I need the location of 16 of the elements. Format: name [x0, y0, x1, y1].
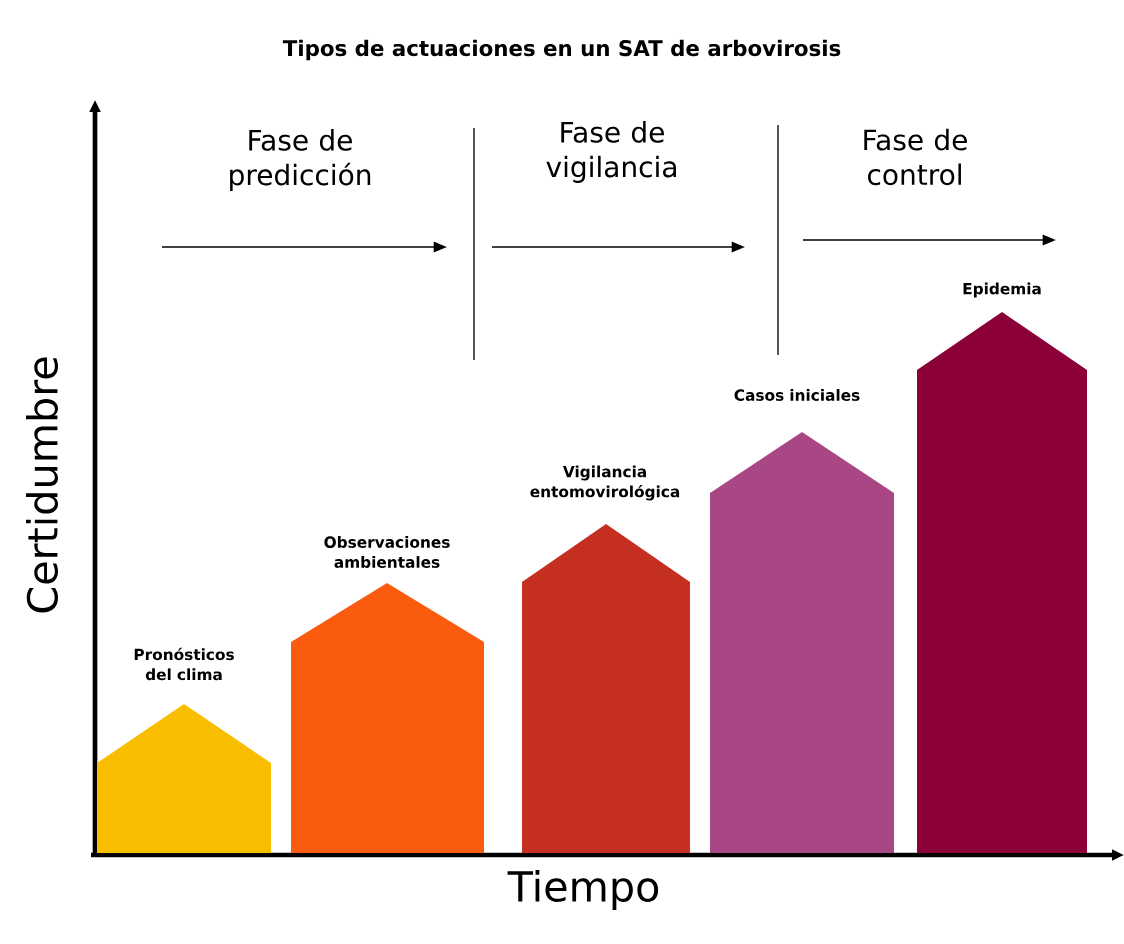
node-label: Casos iniciales — [734, 389, 860, 401]
house-bar: Epidemia — [917, 282, 1087, 853]
house-bar: Casos iniciales — [710, 389, 894, 853]
node-label: Pronósticos del clima — [134, 647, 234, 681]
house-bar: Pronósticos del clima — [97, 647, 271, 853]
node-label: Observaciones ambientales — [324, 536, 450, 568]
phase-label: Fase de predicción — [230, 129, 371, 191]
axis-label: Certidumbre — [26, 357, 58, 613]
house-bar: Observaciones ambientales — [291, 536, 484, 853]
node-label: Vigilancia entomovirológica — [530, 465, 680, 501]
title: Tipos de actuaciones en un SAT de arbovirosis — [282, 39, 841, 61]
axis-label: Tiempo — [507, 870, 659, 910]
phase-label: Fase de vigilancia — [546, 121, 676, 183]
node-label: Epidemia — [963, 282, 1041, 298]
phase-label: Fase de control — [864, 128, 967, 186]
house-bar: Vigilancia entomovirológica — [522, 465, 690, 853]
